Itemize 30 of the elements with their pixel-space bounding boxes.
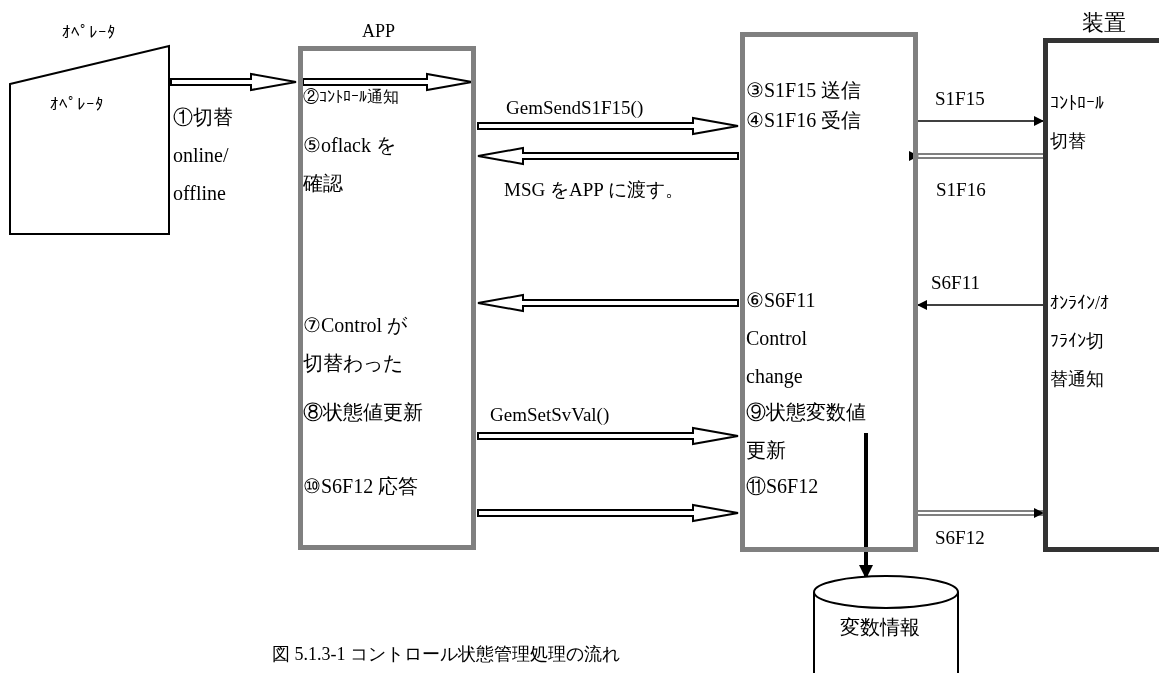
step-text: ⑧状態値更新: [303, 400, 424, 425]
arrow: [302, 72, 473, 92]
heading: APP: [362, 20, 397, 43]
node-text: ｵﾍﾟﾚｰﾀ: [50, 94, 105, 116]
step-text: ⑤oflack を確認: [303, 133, 397, 196]
arrow: [477, 426, 739, 446]
step-text: ④S1F16 受信: [746, 108, 863, 133]
arrow: [909, 151, 1044, 161]
figure-caption: 図 5.1.3-1 コントロール状態管理処理の流れ: [272, 642, 620, 666]
step-text: ⑨状態変数値更新: [746, 400, 867, 463]
node-text: ｵﾝﾗｲﾝ/ｵﾌﾗｲﾝ切替通知: [1050, 292, 1110, 391]
arrow: [477, 146, 739, 166]
arrow: [477, 503, 739, 523]
step-text: ⑩S6F12 応答: [303, 474, 420, 499]
heading: ｵﾍﾟﾚｰﾀ: [62, 22, 117, 44]
step-text: ③S1F15 送信: [746, 78, 863, 103]
heading: 装置: [1082, 9, 1127, 37]
step-text: ⑪S6F12: [746, 474, 820, 499]
arrow: [917, 116, 1044, 126]
step-text: ⑦Control が切替わった: [303, 313, 409, 376]
step-text: ②ｺﾝﾄﾛｰﾙ通知: [303, 87, 400, 107]
edge-label: ①切替 online/ offline: [173, 105, 234, 206]
arrow: [917, 300, 1044, 310]
node-text: ｺﾝﾄﾛｰﾙ切替: [1050, 92, 1105, 153]
step-text: ⑥S6F11 Control change: [746, 288, 817, 390]
arrow: [170, 72, 297, 92]
arrow: [477, 293, 739, 313]
node-text: 変数情報: [840, 615, 921, 640]
arrow: [477, 116, 739, 136]
arrow: [917, 508, 1044, 518]
